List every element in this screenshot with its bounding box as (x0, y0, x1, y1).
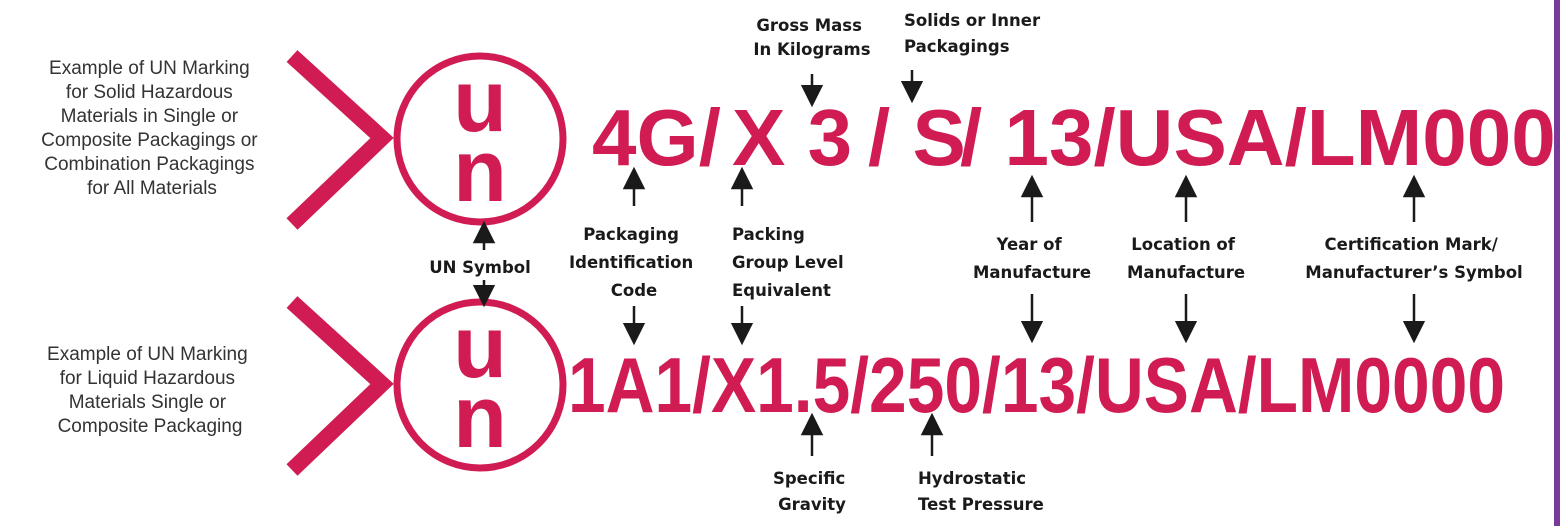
un-letter-n: n (453, 121, 507, 220)
desc-line: Composite Packaging (58, 416, 243, 437)
desc-line: Example of UN Marking (47, 344, 248, 365)
label-line: Packaging (583, 225, 679, 244)
desc-line: Materials Single or (69, 392, 227, 413)
un-letter-u: u (453, 297, 507, 396)
desc-line: for All Materials (87, 178, 217, 199)
un-letter-n: n (453, 367, 507, 466)
right-edge-bar (1554, 0, 1560, 526)
un-symbol-top: u n (393, 51, 567, 226)
label-year: Year of Manufacture (973, 235, 1091, 282)
desc-line: Combination Packagings (44, 154, 254, 175)
label-line: Certification Mark/ (1325, 235, 1499, 254)
label-line: Gravity (778, 495, 846, 514)
solid-marking-description: Example of UN Marking for Solid Hazardou… (41, 58, 263, 199)
label-line: Packagings (904, 37, 1010, 56)
label-packing-group: Packing Group Level Equivalent (732, 225, 849, 300)
solid-marking-code: 4G/ X 3 / S / 13/USA/LM0000 (592, 93, 1560, 182)
label-hydrostatic: Hydrostatic Test Pressure (918, 469, 1044, 514)
chevron-bracket-top (286, 50, 394, 230)
desc-line: Composite Packagings or (41, 130, 258, 151)
code-solids: / S (868, 93, 988, 182)
label-line: Group Level (732, 253, 844, 272)
label-line: Manufacture (973, 263, 1091, 282)
chevron-bracket-bottom (286, 296, 394, 476)
un-symbol-bottom: u n (393, 297, 567, 472)
label-line: Hydrostatic (918, 469, 1026, 488)
code-group-mass: X 3 (732, 93, 874, 182)
label-line: Code (611, 281, 657, 300)
un-symbol-label: UN Symbol (429, 258, 531, 277)
label-line: Gross Mass (756, 16, 862, 35)
liquid-marking-code: 1A1/X1.5/250/13/USA/LM0000 (568, 341, 1505, 429)
label-gross-mass: Gross Mass In Kilograms (753, 16, 870, 59)
label-line: Identification (569, 253, 693, 272)
desc-line: for Solid Hazardous (66, 82, 233, 103)
code-packaging: 4G/ (592, 93, 721, 182)
label-line: In Kilograms (753, 40, 870, 59)
label-solids-inner: Solids or Inner Packagings (904, 11, 1046, 56)
label-line: Equivalent (732, 281, 831, 300)
label-specific-gravity: Specific Gravity (773, 469, 851, 514)
code-rest: / 13/USA/LM0000 (960, 93, 1560, 182)
un-letter-u: u (453, 51, 507, 150)
label-line: Solids or Inner (904, 11, 1041, 30)
desc-line: Example of UN Marking (49, 58, 250, 79)
label-line: Packing (732, 225, 805, 244)
label-location: Location of Manufacture (1127, 235, 1245, 282)
desc-line: Materials in Single or (61, 106, 239, 127)
liquid-marking-description: Example of UN Marking for Liquid Hazardo… (47, 344, 253, 437)
label-line: Specific (773, 469, 845, 488)
label-packaging-id: Packaging Identification Code (569, 225, 699, 300)
label-line: Manufacturer’s Symbol (1305, 263, 1522, 282)
label-line: Year of (996, 235, 1063, 254)
label-certification: Certification Mark/ Manufacturer’s Symbo… (1305, 235, 1522, 282)
label-line: Manufacture (1127, 263, 1245, 282)
label-line: Location of (1131, 235, 1235, 254)
desc-line: for Liquid Hazardous (60, 368, 235, 389)
label-line: Test Pressure (918, 495, 1044, 514)
